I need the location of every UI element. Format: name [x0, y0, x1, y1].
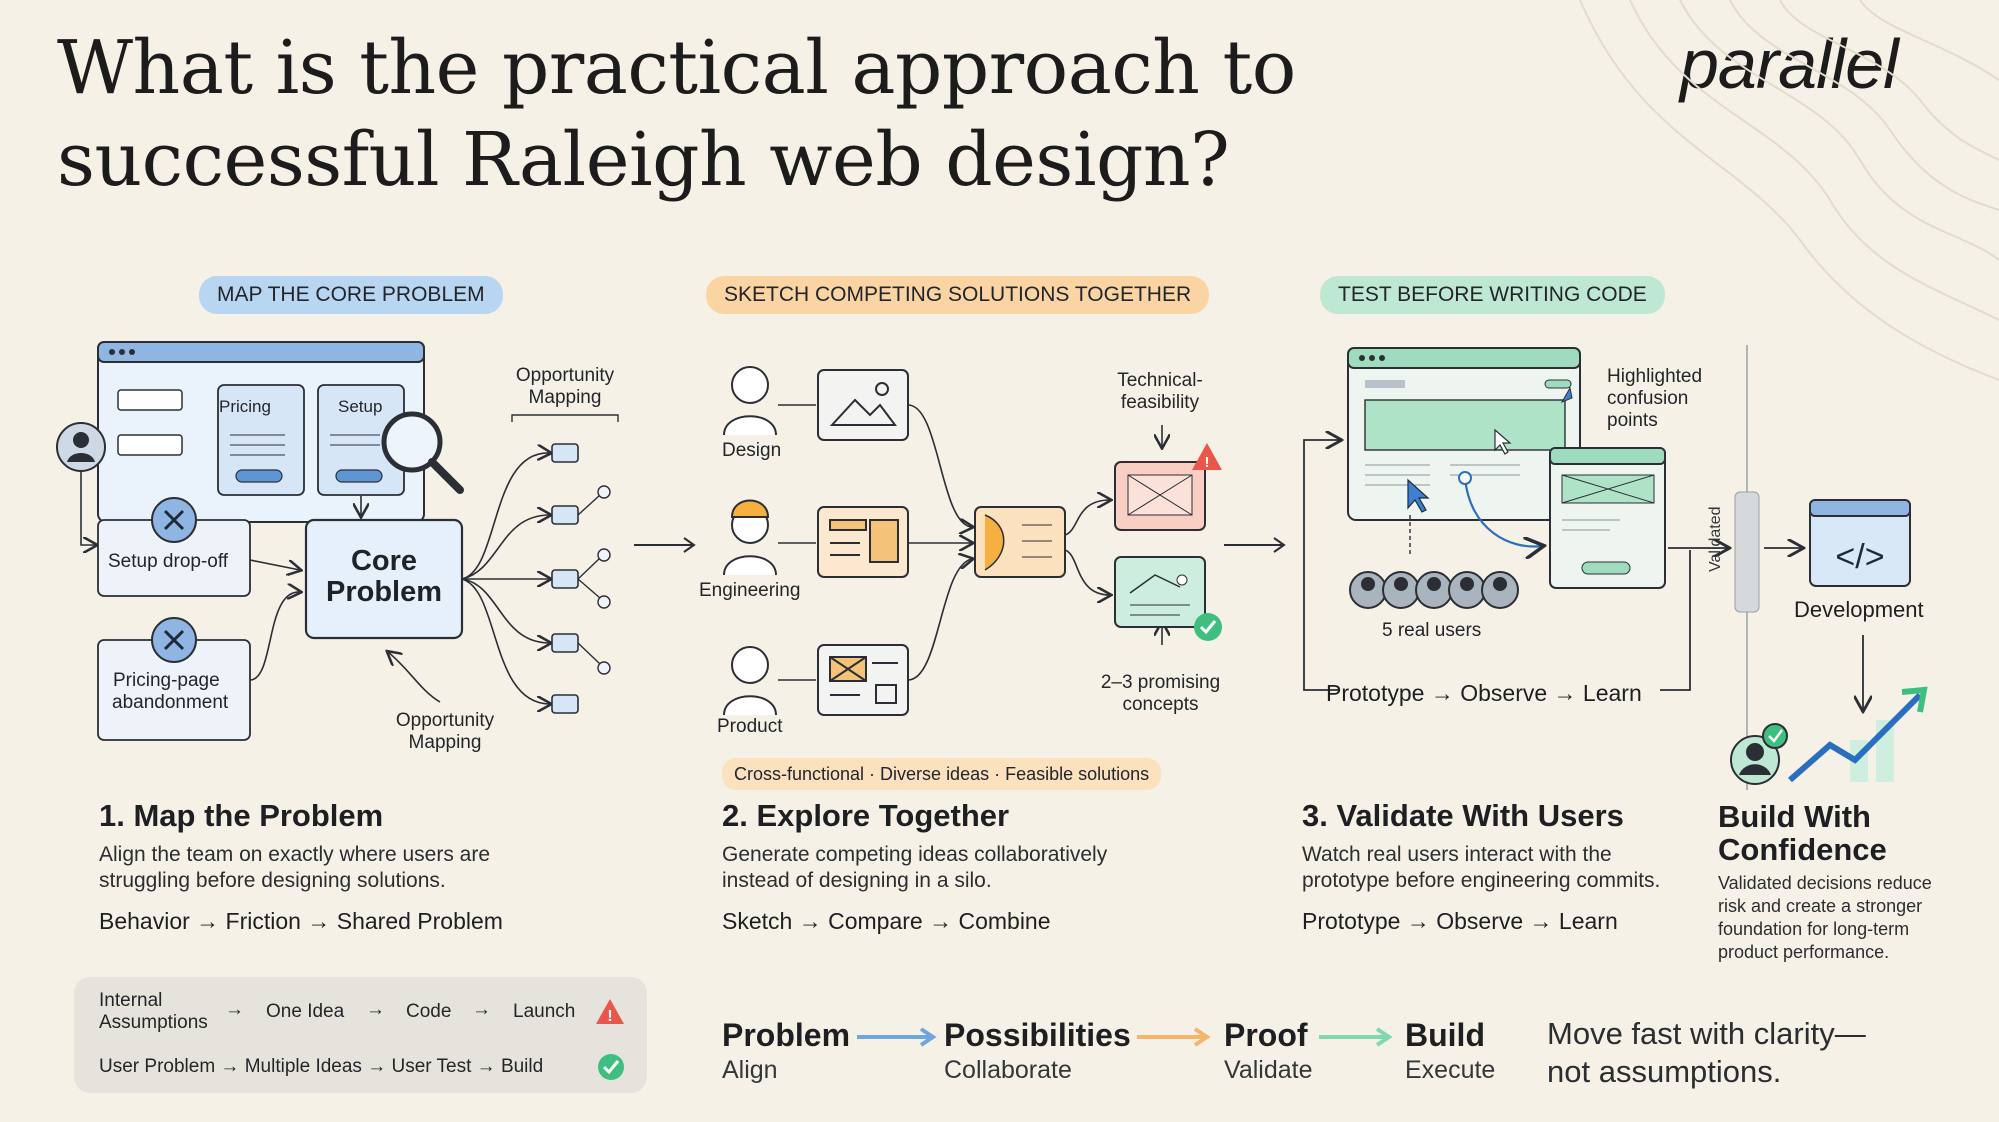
- legend-arrow: →: [472, 999, 491, 1020]
- page-title: What is the practical approach to succes…: [57, 25, 1296, 203]
- validate-diagram: </>: [1303, 345, 1928, 790]
- svg-text:!: !: [1205, 454, 1210, 471]
- development-label: Development: [1794, 597, 1924, 622]
- technical-feasibility-label: Technical- feasibility: [1117, 370, 1203, 413]
- setup-dropoff-label: Setup drop-off: [108, 551, 229, 572]
- bottom-step-problem: Problem Align: [722, 1017, 851, 1084]
- explore-together-diagram: !: [723, 366, 1222, 716]
- bottom-step-possibilities: Possibilities Collaborate: [944, 1017, 1131, 1084]
- closing-motto: Move fast with clarity— not assumptions.: [1547, 1016, 1866, 1089]
- magnifier-icon: [381, 411, 464, 494]
- sketch-card-design: [817, 369, 909, 441]
- section-flow: Behavior → Friction → Shared Problem: [99, 908, 503, 934]
- confident-person-icon: [1730, 723, 1788, 785]
- arrow-explore-to-test: [1224, 537, 1286, 553]
- validated-label: Validated: [1707, 506, 1724, 572]
- legend-arrow: →: [225, 999, 244, 1020]
- section-build-confidence: Build With Confidence Validated decision…: [1718, 799, 1932, 962]
- opportunity-mapping-bottom: Opportunity Mapping: [395, 710, 495, 753]
- pricing-abandonment-label-1: Pricing-page: [113, 670, 220, 691]
- warning-icon: !: [596, 999, 624, 1025]
- section-map-problem: 1. Map the Problem Align the team on exa…: [99, 798, 659, 935]
- designer-person-icon: [723, 366, 777, 436]
- check-icon: [598, 1054, 624, 1080]
- pricing-abandonment-label-2: abandonment: [112, 692, 229, 713]
- brand-logo: parallel: [1680, 25, 1899, 103]
- section-validate-users: 3. Validate With Users Watch real users …: [1302, 798, 1702, 935]
- users-group-icon: [1349, 571, 1519, 609]
- svg-text:!: !: [607, 1008, 612, 1025]
- check-icon: [1194, 613, 1222, 641]
- svg-text:</>: </>: [1835, 538, 1884, 576]
- growth-chart-icon: [1788, 686, 1928, 783]
- promising-concepts-label: 2–3 promising concepts: [1100, 672, 1221, 715]
- user-avatar-icon: [56, 422, 106, 472]
- pill-test-before-code: TEST BEFORE WRITING CODE: [1320, 276, 1665, 314]
- design-role-label: Design: [722, 440, 782, 461]
- legend-launch: Launch: [513, 1001, 576, 1022]
- validation-loop-label: Prototype → Observe → Learn: [1326, 680, 1642, 706]
- legend-code: Code: [406, 1001, 452, 1022]
- setup-label: Setup: [338, 397, 383, 416]
- product-role-label: Product: [717, 716, 783, 737]
- confusion-points-label: Highlighted confusion points: [1607, 366, 1703, 431]
- product-person-icon: [723, 646, 777, 716]
- map-problem-diagram: [56, 341, 619, 741]
- legend-user-problem-flow: User Problem → Multiple Ideas → User Tes…: [99, 1056, 544, 1077]
- legend-arrow: →: [366, 999, 385, 1020]
- section-heading: 3. Validate With Users: [1302, 798, 1624, 833]
- section-heading: 1. Map the Problem: [99, 798, 384, 833]
- section-explore-together: 2. Explore Together Generate competing i…: [722, 798, 1282, 935]
- pricing-label: Pricing: [219, 397, 271, 416]
- comparison-legend: [74, 977, 647, 1093]
- section-flow: Sketch → Compare → Combine: [722, 908, 1051, 934]
- real-users-label: 5 real users: [1382, 620, 1482, 641]
- pill-map-core-problem: MAP THE CORE PROBLEM: [199, 276, 503, 314]
- green-arrow: [1319, 1027, 1393, 1047]
- engineer-person-icon: [723, 499, 777, 576]
- engineering-role-label: Engineering: [699, 580, 801, 601]
- explore-tagline: Cross-functional · Diverse ideas · Feasi…: [722, 758, 1162, 790]
- section-heading: 2. Explore Together: [722, 798, 1010, 833]
- legend-internal-assumptions: Internal Assumptions: [99, 990, 208, 1033]
- section-flow: Prototype → Observe → Learn: [1302, 908, 1618, 934]
- bottom-step-proof: Proof Validate: [1224, 1017, 1313, 1084]
- arrow-map-to-explore: [634, 537, 696, 553]
- validated-badge: [1734, 491, 1760, 613]
- pill-sketch-solutions: SKETCH COMPETING SOLUTIONS TOGETHER: [706, 276, 1210, 314]
- opportunity-mapping-top: Opportunity Mapping: [515, 365, 615, 408]
- promising-concept-card: [1114, 556, 1206, 628]
- warning-icon: !: [1192, 443, 1222, 471]
- legend-one-idea: One Idea: [266, 1001, 345, 1022]
- cursor-icon: [1407, 478, 1430, 513]
- core-problem-label: Core Problem: [325, 545, 443, 608]
- orange-arrow: [1137, 1027, 1211, 1047]
- bottom-step-build: Build Execute: [1405, 1017, 1496, 1084]
- blue-arrow: [857, 1027, 937, 1047]
- contour-decoration: [1579, 0, 1999, 381]
